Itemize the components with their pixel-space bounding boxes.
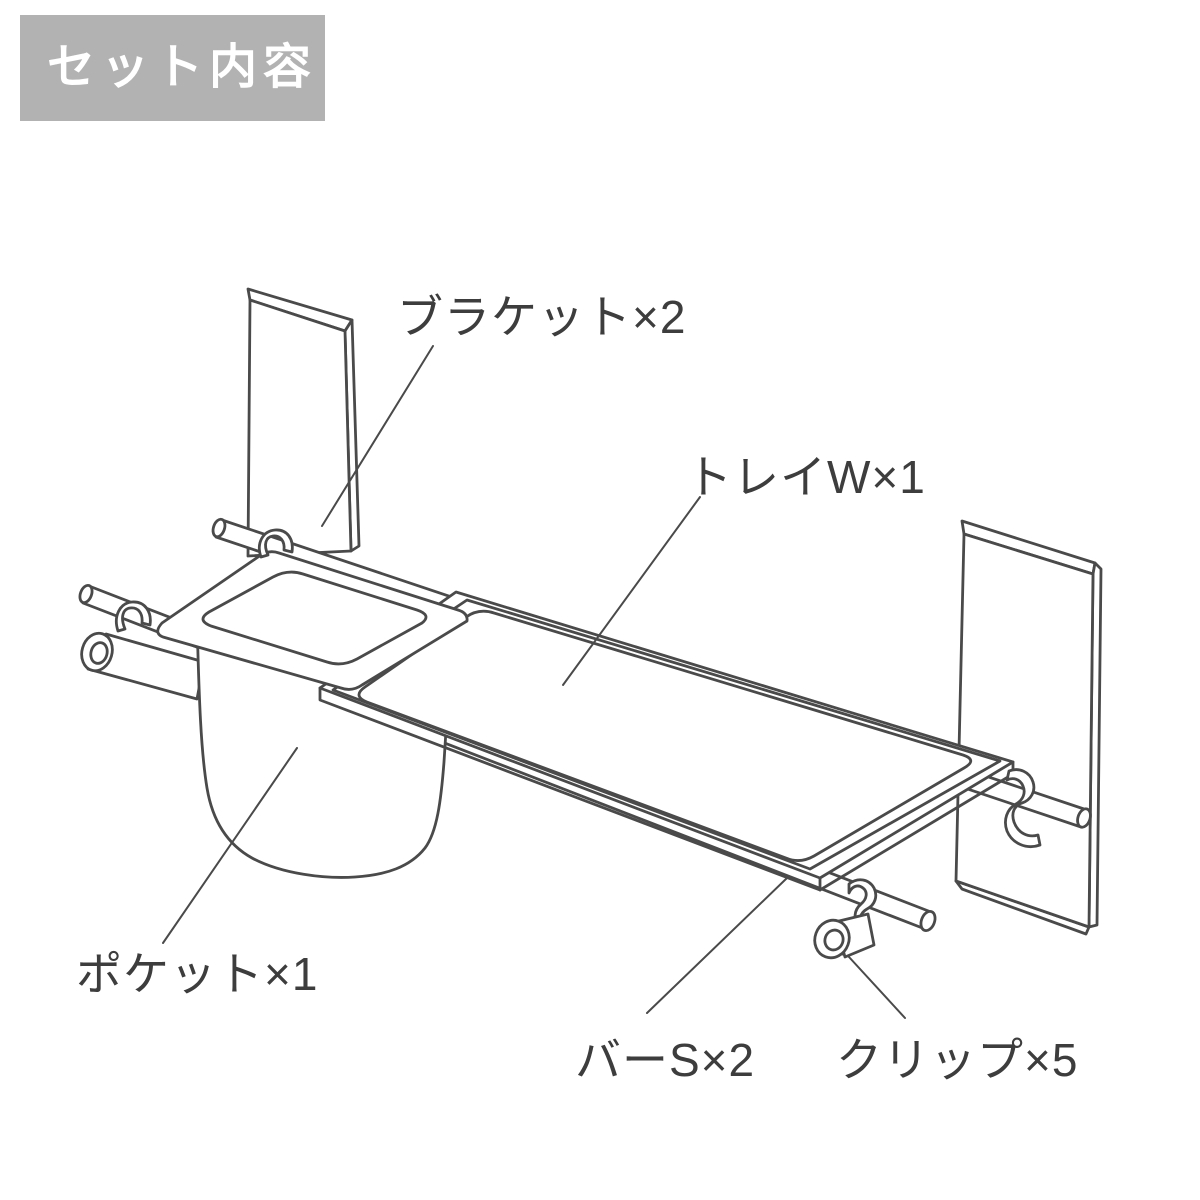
- leader-tray: [562, 496, 701, 686]
- leader-bar: [646, 877, 788, 1014]
- label-bracket: ブラケット×2: [397, 291, 687, 343]
- leader-pocket: [162, 747, 298, 944]
- bracket-left-drawing: [246, 287, 361, 558]
- leader-clip: [848, 956, 906, 1019]
- clips-drawing: [114, 528, 1042, 960]
- bracket-right-drawing: [954, 519, 1103, 936]
- rod-end-drawing: [80, 631, 206, 701]
- label-bar: バーS×2: [575, 1034, 756, 1086]
- set-contents-badge: セット内容: [20, 15, 325, 121]
- leader-bracket: [321, 345, 434, 527]
- leader-lines: [162, 345, 906, 1019]
- label-tray: トレイW×1: [686, 451, 926, 503]
- label-pocket: ポケット×1: [76, 948, 319, 1000]
- label-clip: クリップ×5: [836, 1034, 1079, 1086]
- pocket-frame-drawing: [156, 550, 469, 691]
